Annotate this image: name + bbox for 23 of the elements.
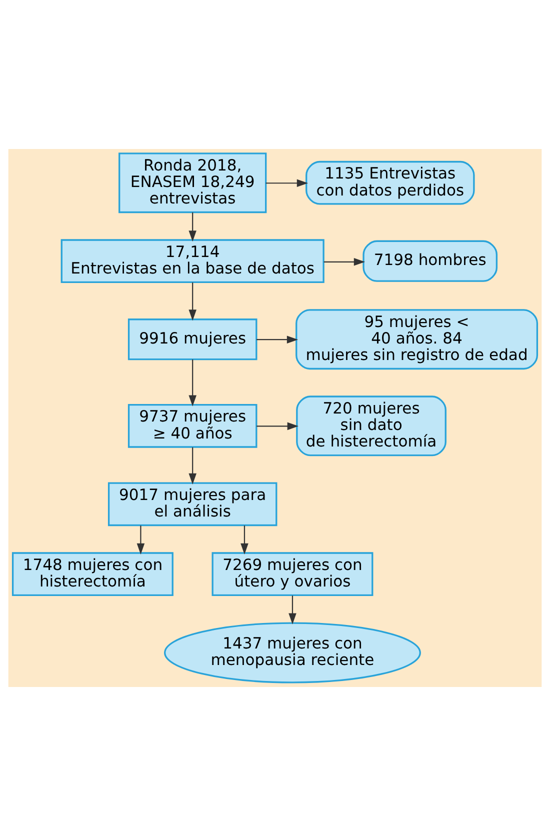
arrow (266, 179, 308, 187)
node-box: 1135 Entrevistas con datos perdidos (306, 160, 475, 205)
arrow (256, 422, 298, 430)
node-box: 17,114 Entrevistas en la base de datos (60, 239, 324, 284)
node-box: 9017 mujeres para el análisis (108, 482, 278, 526)
node-box: 95 mujeres < 40 años. 84 mujeres sin registro de edad (296, 309, 538, 370)
node-box: 9737 mujeres ≥ 40 años (128, 404, 258, 448)
node-box: Ronda 2018, ENASEM 18,249 entrevistas (118, 152, 267, 214)
node-box: 7198 hombres (362, 240, 498, 282)
arrow (324, 258, 366, 266)
node-box: 1748 mujeres con histerectomía (12, 552, 174, 596)
arrow (188, 212, 196, 242)
node-box: 7269 mujeres con útero y ovarios (212, 552, 374, 596)
node-box: 720 mujeres sin dato de histerectomía (296, 396, 446, 456)
arrow (188, 282, 196, 321)
arrow (288, 596, 296, 624)
node-box: 9916 mujeres (128, 318, 258, 360)
arrow (256, 336, 298, 344)
arrow (188, 447, 196, 484)
arrow (136, 526, 145, 555)
node-ellipse: 1437 mujeres con menopausia reciente (164, 622, 421, 684)
arrow (188, 359, 196, 406)
arrow (240, 526, 248, 555)
